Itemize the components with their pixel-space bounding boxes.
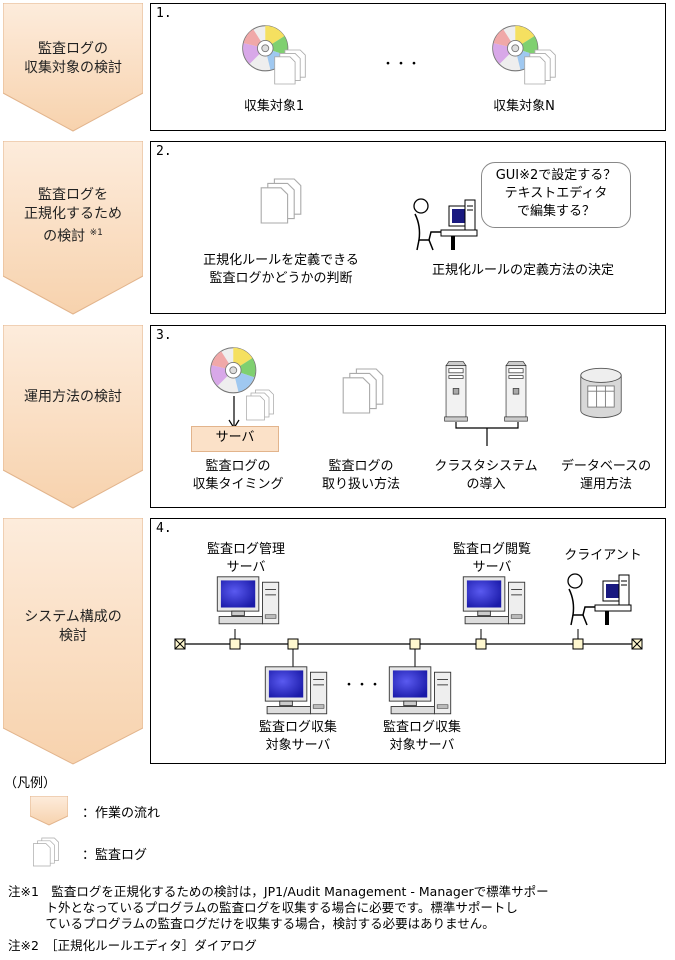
panel-collection-targets: 1. 収集対象1 ・・・ 収集対象N [150, 3, 666, 131]
viewer-server-label: 監査ログ閲覧サーバ [452, 542, 531, 575]
panel-number: 1. [156, 6, 172, 21]
audit-log-icon [523, 48, 557, 86]
log-handling-caption: 監査ログの取り扱い方法 [321, 459, 400, 492]
step-label-1: 監査ログの収集対象の検討 [24, 41, 122, 76]
audit-log-icon [341, 366, 385, 416]
manager-server-label: 監査ログ管理サーバ [206, 542, 285, 575]
definition-method-bubble: GUI※2で設定する？テキストエディタで編集する？ [481, 162, 631, 228]
audit-log-icon [273, 48, 307, 86]
note-1: 注※1 監査ログを正規化するための検討は，JP1/Audit Managemen… [8, 884, 549, 931]
manager-server-pc-icon [215, 575, 281, 631]
audit-log-icon [245, 388, 275, 422]
down-arrow-icon [228, 396, 240, 430]
flow-arrow-3 [3, 325, 143, 509]
user-at-workstation-icon [409, 196, 479, 254]
legend-title: （凡例） [4, 776, 57, 791]
step-label-2: 監査ログを正規化するため の検討 ※1 [24, 187, 122, 245]
step-label-4: システム構成の検討 [24, 609, 122, 644]
target-server-label: 監査ログ収集対象サーバ [258, 720, 337, 753]
target-server-label: 監査ログ収集対象サーバ [382, 720, 461, 753]
cluster-server-icon [443, 360, 469, 424]
legend-flow-swatch [30, 796, 68, 826]
target-last-label: 収集対象N [493, 99, 555, 114]
audit-log-icon [259, 176, 303, 226]
database-operation-caption: データベースの運用方法 [560, 459, 652, 492]
note-2: 注※2 ［正規化ルールエディタ］ダイアログ [8, 938, 257, 953]
panel-number: 2. [156, 144, 172, 159]
legend-flow-label: ：作業の流れ [82, 806, 161, 821]
panel-operation: 3. サーバ 監査ログの収集タイミング 監査ログの取り扱い方法 クラスタシステム… [150, 325, 666, 508]
ellipsis: ・・・ [381, 57, 421, 72]
client-label: クライアント [564, 548, 642, 563]
target-first-label: 収集対象1 [243, 99, 305, 114]
legend-log-icon [32, 836, 60, 868]
panel-normalization: 2. 正規化ルールを定義できる監査ログかどうかの判断 GUI※2で設定する？テキ… [150, 141, 666, 314]
network-bus [174, 629, 643, 671]
step-label-3: 運用方法の検討 [24, 389, 122, 405]
normalizable-judgement-caption: 正規化ルールを定義できる監査ログかどうかの判断 [203, 253, 359, 286]
cluster-server-icon [503, 360, 529, 424]
panel-number: 4. [156, 521, 172, 536]
database-icon [579, 366, 623, 420]
panel-system-configuration: 4. 監査ログ管理サーバ 監査ログ閲覧サーバ クライアント ・・・ 監査ログ収集… [150, 518, 666, 764]
panel-number: 3. [156, 328, 172, 343]
ellipsis: ・・・ [342, 678, 382, 693]
viewer-server-pc-icon [461, 575, 527, 631]
collection-timing-caption: 監査ログの収集タイミング [192, 459, 284, 492]
flow-arrow-4 [3, 518, 143, 765]
client-user-icon [563, 571, 633, 629]
legend-log-label: ：監査ログ [82, 848, 148, 863]
definition-method-caption: 正規化ルールの定義方法の決定 [431, 263, 614, 278]
flow-arrow-1 [3, 3, 143, 132]
cluster-caption: クラスタシステムの導入 [434, 459, 538, 492]
target-server-pc-icon [263, 665, 329, 721]
cluster-connection [455, 422, 519, 446]
note-mark-1: ※1 [89, 228, 103, 238]
target-server-pc-icon [387, 665, 453, 721]
flow-arrow-2 [3, 141, 143, 315]
server-box: サーバ [191, 426, 279, 452]
